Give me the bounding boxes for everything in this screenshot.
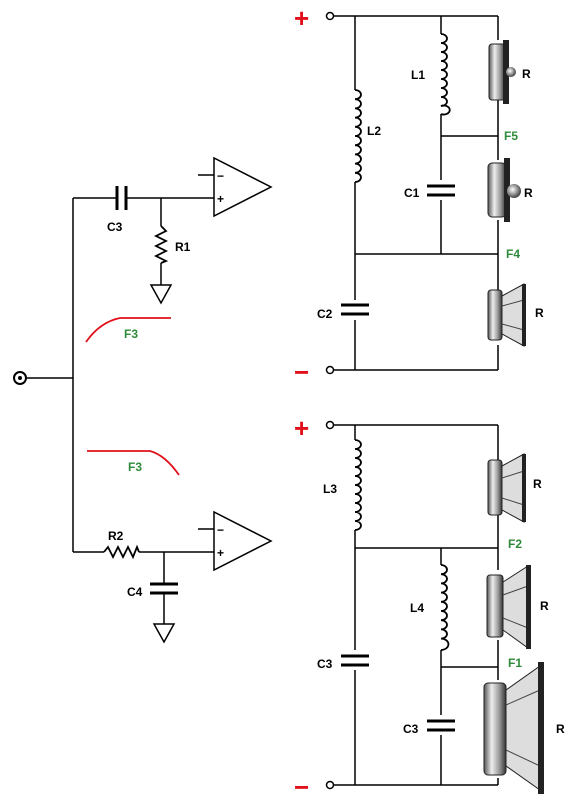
woofer-speaker-icon [486,565,531,649]
resistor-r1 [153,225,169,264]
tweeter-speaker-icon [488,40,516,104]
top-network-wiring [334,15,499,371]
label-r1: R1 [175,240,191,254]
label-c3-bottom: C3 [403,722,419,736]
terminal-plus-bottom [325,420,335,430]
inductor-l2 [354,89,362,183]
label-f5: F5 [504,129,518,143]
terminal-minus-top [325,365,335,375]
capacitor-c2 [341,303,369,316]
label-speaker-r4: R [533,477,542,491]
polarity-minus-top: − [294,357,309,387]
inductor-l3 [354,439,362,531]
capacitor-c3-mid [341,654,369,667]
bottom-network-wiring [334,424,499,786]
label-c1: C1 [404,186,420,200]
label-c3-mid: C3 [317,657,333,671]
opamp-minus-sign: − [217,523,224,537]
polarity-plus-top: + [294,3,309,33]
bottom-network: + − L3 L4 C3 C3 F2 F1 [294,413,565,802]
midrange-speaker-icon [487,283,526,347]
label-f3-highpass: F3 [124,327,138,341]
terminal-minus-bottom [325,780,335,790]
inductor-l1 [440,33,451,116]
tweeter-speaker-icon [487,158,521,222]
capacitor-c3-input [115,186,128,210]
label-f2: F2 [508,537,522,551]
resistor-r2 [103,544,140,560]
capacitor-c4 [150,582,178,595]
opamp-plus-sign: + [217,192,224,206]
label-c3-input: C3 [107,220,123,234]
opamp-minus-sign: − [217,169,224,183]
top-network: + − L2 L1 C1 C2 F5 F4 R [294,3,544,387]
label-c2: C2 [317,307,333,321]
lowpass-wiring [73,551,214,624]
label-l4: L4 [410,601,424,615]
ground-icon [149,284,173,305]
label-l3: L3 [323,482,337,496]
label-l2: L2 [367,124,381,138]
opamp-plus-sign: + [217,546,224,560]
capacitor-c1 [427,184,455,197]
label-r2: R2 [108,529,124,543]
label-f4: F4 [506,247,520,261]
label-speaker-r1: R [522,67,531,81]
polarity-plus-bottom: + [294,413,309,443]
label-speaker-r3: R [535,306,544,320]
label-f1: F1 [508,656,522,670]
input-wire [26,198,74,552]
ground-icon [152,623,176,644]
label-speaker-r6: R [556,722,565,736]
polarity-minus-bottom: − [294,772,309,802]
label-f3-lowpass: F3 [128,460,142,474]
highpass-response-curve [85,317,171,343]
label-l1: L1 [411,68,425,82]
woofer-speaker-icon [483,662,544,794]
label-speaker-r2: R [524,186,533,200]
input-jack [13,371,27,385]
inductor-l4 [440,564,450,651]
capacitor-c3-bottom [427,719,455,732]
label-speaker-r5: R [540,599,549,613]
opamp-highpass: − + [198,156,273,218]
label-c4: C4 [127,585,143,599]
terminal-plus-top [325,11,335,21]
highpass-wiring [73,197,214,285]
midrange-speaker-icon [487,453,526,523]
lowpass-response-curve [87,450,180,476]
opamp-lowpass: − + [198,510,273,572]
